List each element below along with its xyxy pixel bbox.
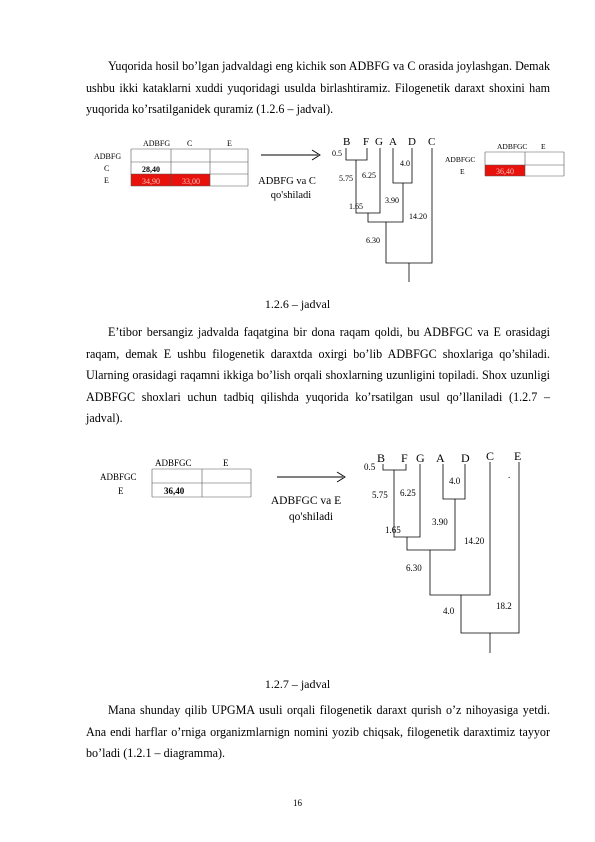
fig1-branch-14-20: 14.20: [409, 212, 427, 221]
caption-1-2-6: 1.2.6 – jadval: [264, 297, 331, 311]
fig1-arrow-label-2: qo'shiladi: [271, 190, 311, 201]
fig1-col-adbfg: ADBFG: [143, 139, 170, 148]
fig1-row-c: C: [104, 164, 109, 173]
fig1-col-e: E: [227, 139, 232, 148]
fig1-branch-6-30: 6.30: [366, 236, 380, 245]
fig1-leaf-f: F: [363, 136, 369, 148]
paragraph-3: Mana shunday qilib UPGMA usuli orqali fi…: [86, 703, 550, 760]
fig1-leaf-c: C: [428, 136, 435, 148]
paragraph-2: E’tibor bersangiz jadvalda faqatgina bir…: [86, 325, 550, 425]
fig1-branch-0-5: 0.5: [332, 149, 342, 158]
fig1-cell-c-adbfg: 28,40: [142, 165, 160, 174]
fig1-arrow: ADBFG va C qo'shiladi: [258, 149, 321, 201]
fig1-tree: B F G A D C 0.5 5.75 6.25 4.0 1.65 3.90 …: [332, 136, 435, 282]
fig1-matrix: ADBFG C E ADBFG C E 28,40 34,90 33,00: [94, 139, 249, 187]
fig1-branch-6-25: 6.25: [362, 171, 376, 180]
fig1-result-highlight: [485, 165, 525, 176]
fig1-result-row-e: E: [460, 167, 465, 176]
fig1-branch-4-0: 4.0: [400, 159, 410, 168]
fig1-leaf-a: A: [389, 136, 397, 148]
fig1-col-c: C: [187, 139, 192, 148]
fig1-result-col-e: E: [541, 142, 546, 151]
fig1-result-cell: 36,40: [496, 167, 514, 176]
fig1-result-col-adbfgc: ADBFGC: [497, 142, 527, 151]
fig1-row-e: E: [104, 176, 109, 185]
page-number: 16: [293, 798, 302, 808]
fig1-leaf-b: B: [343, 136, 350, 148]
fig1-leaf-g: G: [375, 136, 383, 148]
fig1-branch-3-90: 3.90: [385, 196, 399, 205]
fig1-highlight-e-adbfg: [131, 174, 171, 186]
fig1-branch-5-75: 5.75: [339, 174, 353, 183]
fig1-result-matrix: ADBFGC E ADBFGC E 36,40: [445, 142, 565, 177]
fig1-cell-e-adbfg: 34,90: [142, 177, 160, 186]
fig1-highlight-e-c: [171, 174, 210, 186]
fig1-result-row-adbfgc: ADBFGC: [445, 155, 475, 164]
fig1-arrow-label-1: ADBFG va C: [258, 176, 316, 187]
paragraph-1: Yuqorida hosil bo’lgan jadvaldagi eng ki…: [86, 59, 550, 116]
fig1-leaf-d: D: [408, 136, 416, 148]
caption-1-2-7: 1.2.7 – jadval: [264, 677, 331, 691]
fig1-cell-e-c: 33,00: [182, 177, 200, 186]
fig1-branch-1-65: 1.65: [349, 202, 363, 211]
fig1-row-adbfg: ADBFG: [94, 152, 121, 161]
